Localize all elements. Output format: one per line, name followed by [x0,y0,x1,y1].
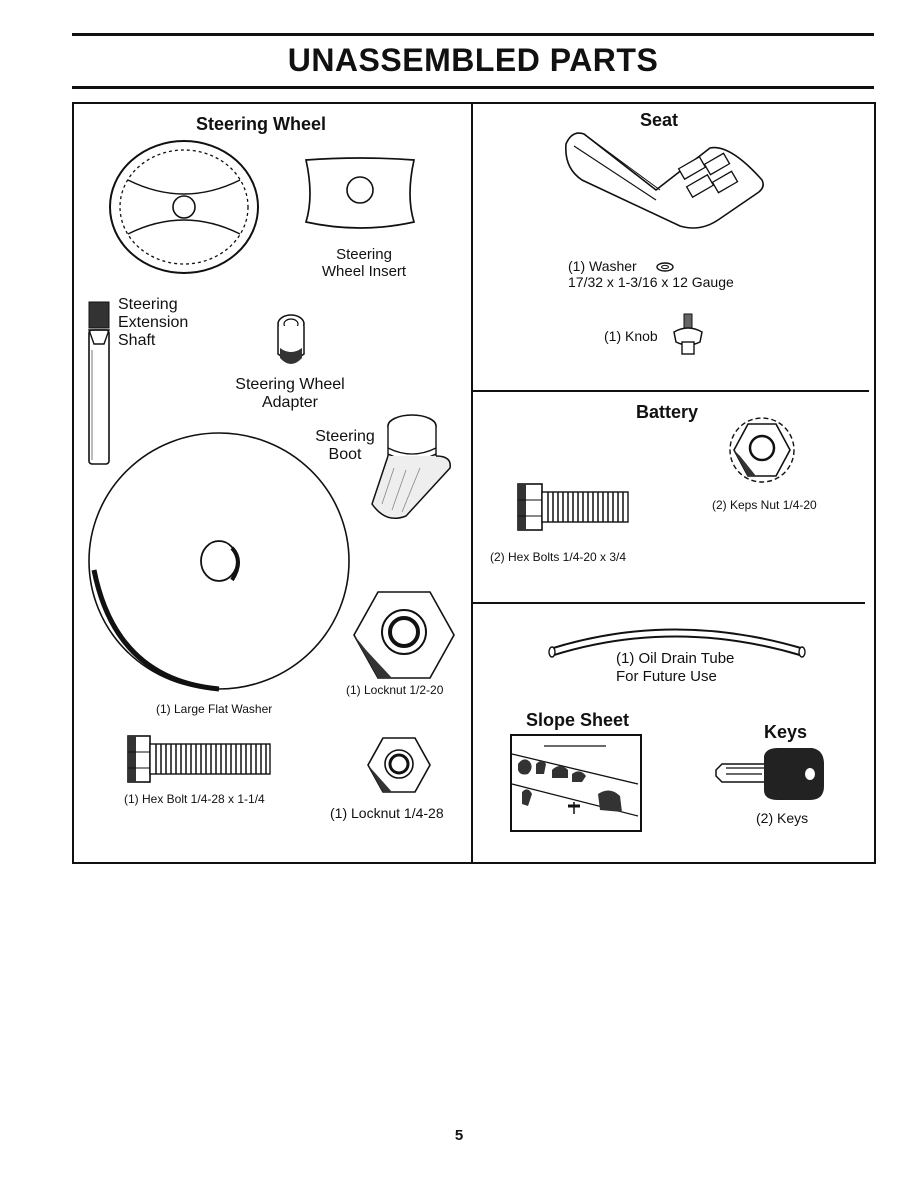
oil-drain-tube-label: (1) Oil Drain Tube For Future Use [616,650,734,686]
tube-divider [473,602,865,604]
parts-frame [72,102,876,864]
steering-wheel-heading: Steering Wheel [196,114,327,134]
steering-wheel-illustration [109,140,259,274]
extension-shaft-line1: Steering [118,296,178,313]
steering-boot-line2: Boot [328,446,362,463]
seat-illustration [565,132,764,229]
slope-sheet-heading: Slope Sheet [526,710,630,730]
oil-drain-tube-illustration [548,628,806,658]
battery-hex-bolt-illustration [517,483,629,531]
washer-line2: 17/32 x 1-3/16 x 12 Gauge [568,274,734,290]
steering-boot-line1: Steering [315,428,375,445]
wheel-adapter-illustration [277,314,305,364]
locknut-half-label: (1) Locknut 1/2-20 [346,683,444,697]
steering-wheel-insert-label: Steering Wheel Insert [312,246,416,280]
steering-boot-label: Steering Boot [312,428,378,464]
extension-shaft-illustration [88,301,110,465]
center-divider [471,102,473,862]
knob-illustration [673,313,703,355]
hex-bolt-illustration [127,735,271,783]
slope-sheet-illustration [510,734,642,832]
keys-heading: Keys [764,722,808,742]
wheel-adapter-line1: Steering Wheel [235,376,345,393]
page-title: UNASSEMBLED PARTS [287,42,659,78]
washer-line1: (1) Washer [568,258,637,274]
large-flat-washer-illustration [88,432,350,692]
extension-shaft-line2: Extension [118,314,189,331]
hex-bolt-label: (1) Hex Bolt 1/4-28 x 1-1/4 [124,792,265,806]
battery-hex-bolts-label: (2) Hex Bolts 1/4-20 x 3/4 [490,550,627,564]
keps-nut-label: (2) Keps Nut 1/4-20 [712,498,817,512]
locknut-quarter-label: (1) Locknut 1/4-28 [330,805,444,821]
battery-divider [473,390,869,392]
steering-wheel-insert-line1: Steering [336,246,392,263]
wheel-adapter-label: Steering Wheel Adapter [226,376,354,412]
oil-drain-tube-line2: For Future Use [616,668,717,685]
page-number: 5 [454,1127,464,1144]
title-underline [72,86,874,89]
steering-wheel-insert-illustration [304,157,416,229]
knob-label: (1) Knob [604,328,658,344]
steering-boot-illustration [371,414,451,519]
keys-label: (2) Keys [756,810,809,826]
keps-nut-illustration [729,417,795,483]
large-flat-washer-label: (1) Large Flat Washer [156,702,273,716]
extension-shaft-label: Steering Extension Shaft [118,296,188,350]
wheel-adapter-line2: Adapter [261,394,319,411]
top-rule [72,33,874,36]
washer-icon [655,262,674,272]
steering-wheel-insert-line2: Wheel Insert [321,263,407,280]
washer-label: (1) Washer 17/32 x 1-3/16 x 12 Gauge [568,258,734,290]
locknut-quarter-illustration [367,737,431,793]
extension-shaft-line3: Shaft [118,332,156,349]
battery-heading: Battery [636,402,699,422]
oil-drain-tube-line1: (1) Oil Drain Tube [616,650,735,667]
seat-heading: Seat [640,110,679,130]
locknut-half-illustration [353,591,455,679]
key-illustration [715,748,824,800]
